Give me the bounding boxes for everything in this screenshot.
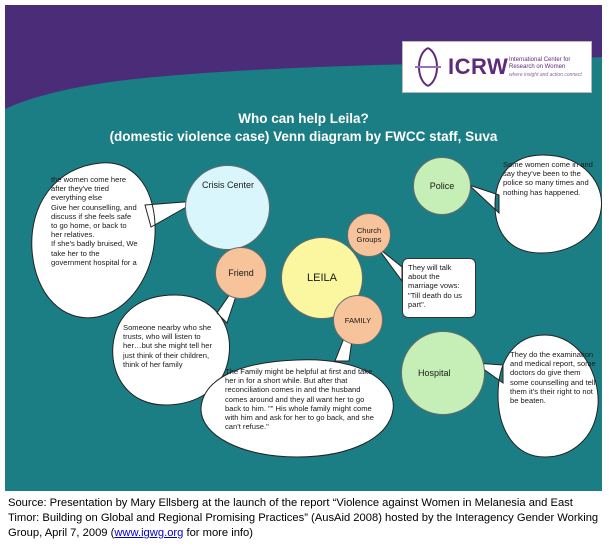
- church-text-box: They will talk about the marriage vows: …: [402, 258, 476, 318]
- igwg-link[interactable]: www.igwg.org: [114, 527, 184, 539]
- friend-text: Someone nearby who she trusts, who will …: [123, 323, 213, 369]
- crisis-center-circle: Crisis Center: [185, 165, 270, 250]
- police-speech-bubble: [468, 154, 602, 254]
- crisis-center-speech-bubble: [31, 162, 198, 319]
- family-label: FAMILY: [344, 315, 372, 325]
- title-line-2: (domestic violence case) Venn diagram by…: [109, 129, 498, 144]
- hospital-label: Hospital: [418, 368, 451, 378]
- police-label: Police: [429, 181, 455, 191]
- family-circle: FAMILY: [333, 295, 383, 345]
- church-label: Church Groups: [356, 226, 382, 244]
- police-text: Some women come in and say they've been …: [503, 160, 593, 197]
- bubble-layer: [5, 5, 602, 458]
- crisis-center-text: the women come here after they've tried …: [51, 175, 138, 267]
- logo-text: ICRW: [448, 54, 509, 79]
- leila-label: LEILA: [307, 272, 337, 284]
- icrw-logo: ICRW International Center for Research o…: [402, 41, 592, 93]
- friend-speech-bubble: [112, 274, 244, 406]
- logo-tagline: where insight and action connect: [509, 72, 582, 78]
- family-text: The Family might be helpful at first and…: [225, 367, 375, 432]
- friend-circle: Friend: [215, 247, 267, 299]
- crisis-center-label: Crisis Center: [202, 180, 255, 190]
- title-line-1: Who can help Leila?: [238, 111, 369, 126]
- purple-swoosh: [5, 5, 602, 109]
- caption-tail: for more info): [183, 527, 253, 539]
- church-circle: Church Groups: [347, 213, 391, 257]
- police-circle: Police: [413, 157, 471, 215]
- hospital-speech-bubble: [473, 334, 599, 458]
- caption-text: Source: Presentation by Mary Ellsberg at…: [8, 497, 599, 539]
- logo-subtitle: International Center for Research on Wom…: [509, 57, 571, 70]
- icrw-mark-icon: [415, 47, 441, 87]
- hospital-text: They do the examination and medical repo…: [510, 350, 596, 406]
- source-caption: Source: Presentation by Mary Ellsberg at…: [8, 496, 604, 541]
- friend-label: Friend: [228, 268, 254, 278]
- diagram-slide: ICRW International Center for Research o…: [5, 5, 602, 491]
- hospital-circle: Hospital: [401, 331, 485, 415]
